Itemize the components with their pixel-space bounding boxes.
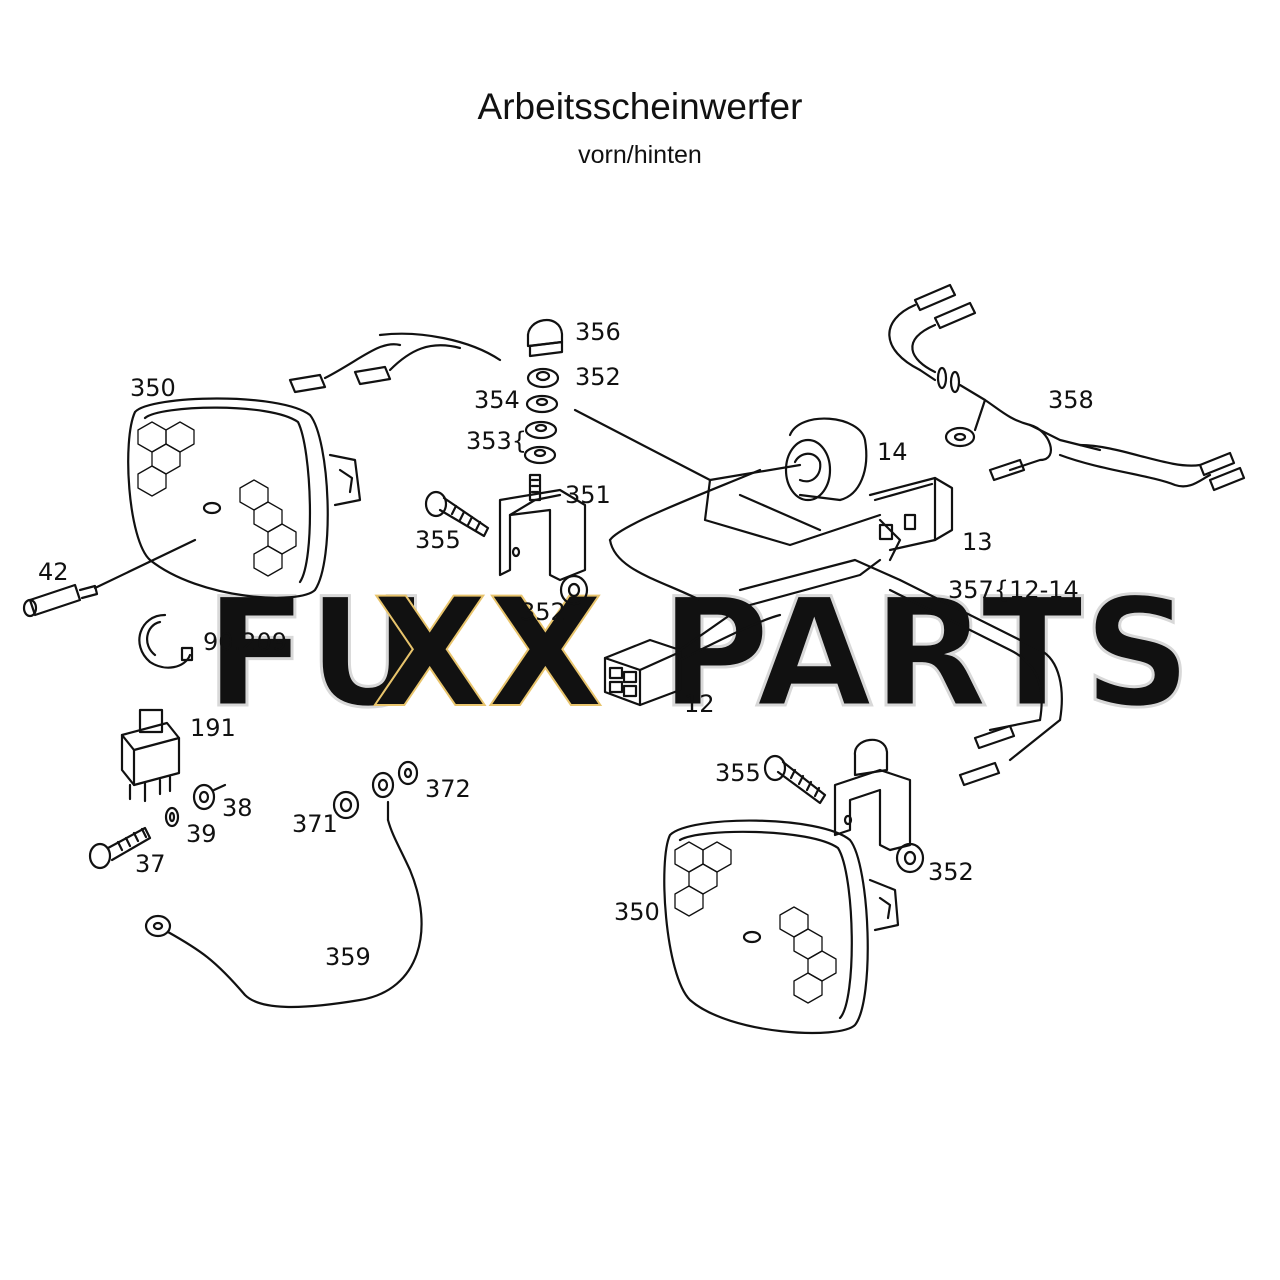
wiring-harness-357	[573, 408, 1063, 787]
callout-354: 354	[474, 386, 520, 414]
nut-38	[192, 783, 227, 811]
connector-12	[603, 638, 682, 707]
wiring-harness-358	[888, 283, 1246, 492]
watermark-parts: PARTS	[660, 567, 1191, 741]
washer-39	[164, 806, 180, 828]
work-lamp-right	[663, 819, 900, 1035]
nut-352-top	[526, 367, 560, 389]
callout-352-right: 352	[928, 858, 974, 886]
diagram-title: Arbeitsscheinwerfer	[477, 86, 803, 127]
washers-353	[523, 420, 558, 465]
callout-38: 38	[222, 794, 253, 822]
callout-191: 191	[190, 714, 236, 742]
ground-cable	[144, 771, 423, 1009]
callout-355-right: 355	[715, 759, 761, 787]
callout-13: 13	[962, 528, 993, 556]
washer-354	[525, 394, 559, 414]
lamp-cable-left	[288, 332, 502, 394]
washer-372	[397, 760, 419, 786]
callout-353: 353{	[466, 427, 527, 455]
callout-37: 37	[135, 850, 166, 878]
callout-350-right: 350	[614, 898, 660, 926]
bulb	[22, 538, 197, 618]
callout-355-left: 355	[415, 526, 461, 554]
watermark-xx: XX	[372, 567, 603, 741]
diagram-subtitle: vorn/hinten	[578, 141, 702, 169]
callout-39: 39	[186, 820, 217, 848]
relay	[120, 708, 181, 803]
bracket-351	[498, 473, 587, 582]
callout-351: 351	[565, 481, 611, 509]
callout-90-209: 90.209	[203, 628, 287, 656]
bolt-355-right	[763, 754, 827, 805]
cap-nut-356	[526, 318, 564, 358]
callout-14: 14	[877, 438, 908, 466]
callout-12: 12	[684, 690, 715, 718]
callout-359: 359	[325, 943, 371, 971]
callout-371: 371	[292, 810, 338, 838]
connector-13	[868, 476, 954, 552]
callout-352-top: 352	[575, 363, 621, 391]
callout-350-left: 350	[130, 374, 176, 402]
callout-352-mid: 352	[520, 598, 566, 626]
nut-371	[332, 790, 360, 820]
bracket-right	[833, 738, 912, 852]
callout-357: 357{12-14	[948, 576, 1079, 604]
nut-352-mid	[559, 574, 589, 606]
callout-42: 42	[38, 558, 69, 586]
clamp-90-209	[138, 613, 194, 669]
watermark: FU XX PARTS	[204, 566, 1193, 743]
callout-356: 356	[575, 318, 621, 346]
nut-352-right	[895, 842, 925, 874]
screw-37	[88, 826, 152, 870]
bolt-355-left	[424, 490, 490, 538]
callout-372: 372	[425, 775, 471, 803]
callout-358: 358	[1048, 386, 1094, 414]
coil-14	[784, 417, 868, 502]
work-lamp-left	[127, 397, 362, 599]
